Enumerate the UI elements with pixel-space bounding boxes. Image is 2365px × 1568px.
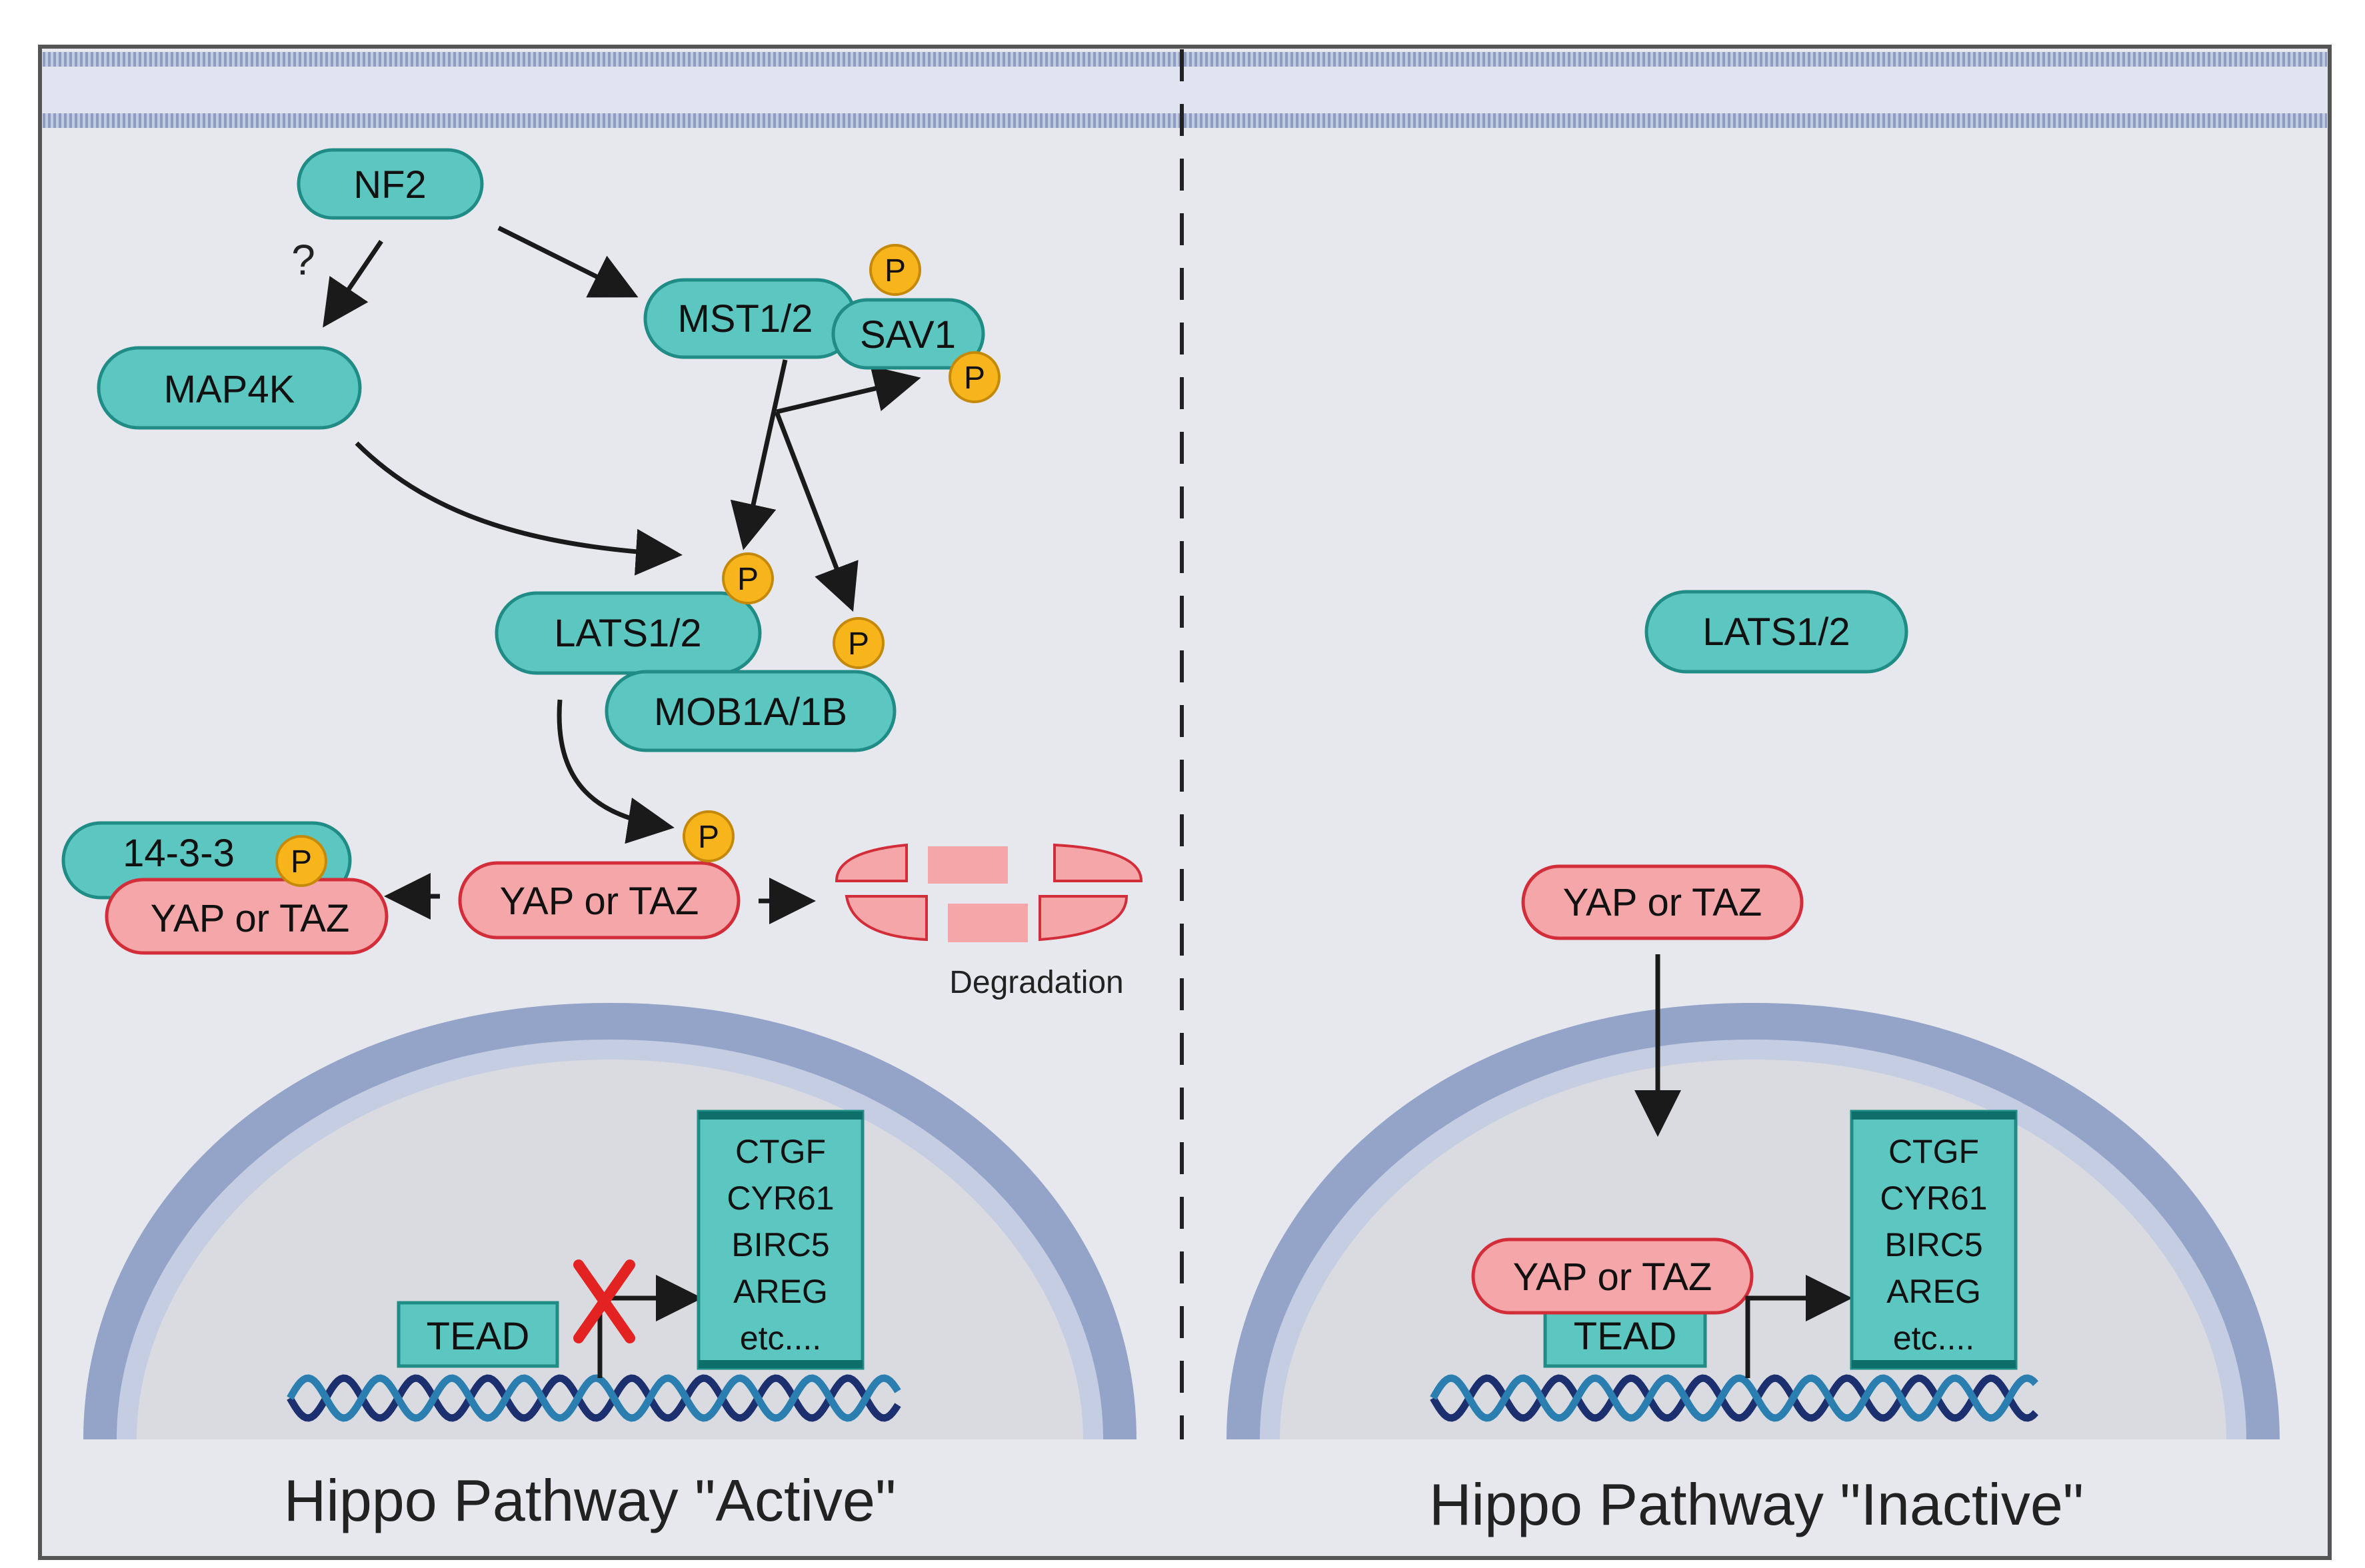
- left-arrows: [323, 225, 921, 924]
- dna-strand: [287, 1374, 901, 1422]
- yap-cyto-right: YAP or TAZ: [1521, 864, 1804, 940]
- yap-bound-label: YAP or TAZ: [151, 897, 350, 940]
- yap-nuclear-right: YAP or TAZ: [1471, 1237, 1754, 1315]
- target-gene: CTGF: [735, 1133, 826, 1170]
- phosphate-icon: P: [869, 244, 921, 296]
- target-gene: etc....: [740, 1319, 821, 1357]
- yap-cyto-label: YAP or TAZ: [1563, 881, 1762, 924]
- phosphate-icon: P: [949, 351, 1001, 403]
- arrow-icon: [776, 365, 921, 414]
- arrow-icon: [730, 359, 788, 550]
- svg-text:P: P: [964, 361, 985, 396]
- target-gene: CTGF: [1888, 1133, 1979, 1170]
- nf2-protein: NF2: [297, 148, 484, 220]
- target-gene: AREG: [733, 1273, 828, 1310]
- mst-label: MST1/2: [677, 297, 813, 341]
- target-genes-left: CTGF CYR61 BIRC5 AREG etc....: [697, 1110, 865, 1370]
- dna-strand: [287, 1374, 901, 1422]
- phosphate-icon: P: [722, 552, 774, 604]
- cell-outline: [38, 45, 2332, 1560]
- arrow-icon: [774, 410, 859, 612]
- yap-nuclear-label: YAP or TAZ: [1513, 1255, 1712, 1299]
- svg-text:P: P: [848, 626, 869, 662]
- arrow-icon: [497, 225, 639, 298]
- lats-right-label: LATS1/2: [1702, 610, 1850, 654]
- protein-1433-label: 14-3-3: [123, 832, 235, 875]
- lats-right: LATS1/2: [1644, 590, 1908, 674]
- tead-right-label: TEAD: [1574, 1315, 1677, 1358]
- tead-left: TEAD: [397, 1301, 559, 1368]
- arrow-icon: [323, 240, 383, 328]
- target-gene: BIRC5: [1884, 1226, 1982, 1263]
- svg-text:P: P: [885, 253, 906, 289]
- promoter-arrow-icon: [1745, 1275, 1852, 1378]
- mst-sav-complex: MST1/2 SAV1: [643, 278, 985, 370]
- svg-text:P: P: [737, 562, 759, 597]
- svg-text:P: P: [291, 844, 312, 880]
- target-gene: BIRC5: [731, 1226, 829, 1263]
- map4k-label: MAP4K: [164, 368, 295, 411]
- unknown-link-question: ?: [291, 236, 315, 284]
- svg-text:P: P: [698, 820, 719, 855]
- degradation-label: Degradation: [949, 965, 1124, 1000]
- target-gene: AREG: [1886, 1273, 1981, 1310]
- target-gene: etc....: [1893, 1319, 1974, 1357]
- yap-center-label: YAP or TAZ: [500, 880, 699, 923]
- phosphate-badges: P P P P P P: [275, 244, 1001, 887]
- degradation-fragments: [835, 843, 1143, 942]
- caption-active: Hippo Pathway "Active": [284, 1467, 896, 1533]
- phosphate-icon: P: [683, 810, 735, 862]
- block-x-icon: [573, 1259, 635, 1343]
- nf2-label: NF2: [353, 163, 427, 207]
- target-gene: CYR61: [1880, 1179, 1987, 1217]
- sav1-label: SAV1: [860, 313, 956, 357]
- caption-inactive: Hippo Pathway "Inactive": [1429, 1471, 2084, 1537]
- lats-mob-complex: LATS1/2 MOB1A/1B: [495, 591, 897, 752]
- tead-left-label: TEAD: [427, 1315, 530, 1358]
- caption-band: [43, 1439, 2327, 1555]
- dna-helix-icon: [287, 1374, 901, 1422]
- bound-1433-yap: 14-3-3 YAP or TAZ: [61, 821, 389, 955]
- mob1-label: MOB1A/1B: [654, 690, 847, 734]
- dna-strand: [1430, 1374, 2038, 1422]
- yap-center: YAP or TAZ: [458, 861, 741, 940]
- lats-label: LATS1/2: [554, 612, 701, 655]
- target-genes-right: CTGF CYR61 BIRC5 AREG etc....: [1850, 1110, 2018, 1370]
- target-gene: CYR61: [727, 1179, 834, 1217]
- phosphate-icon: P: [275, 835, 327, 887]
- arrow-icon: [557, 699, 675, 844]
- phosphate-icon: P: [833, 617, 885, 669]
- map4k-protein: MAP4K: [97, 346, 362, 430]
- arrow-icon: [355, 441, 683, 576]
- dna-helix-icon: [1430, 1374, 2038, 1422]
- plasma-membrane: [43, 52, 2327, 128]
